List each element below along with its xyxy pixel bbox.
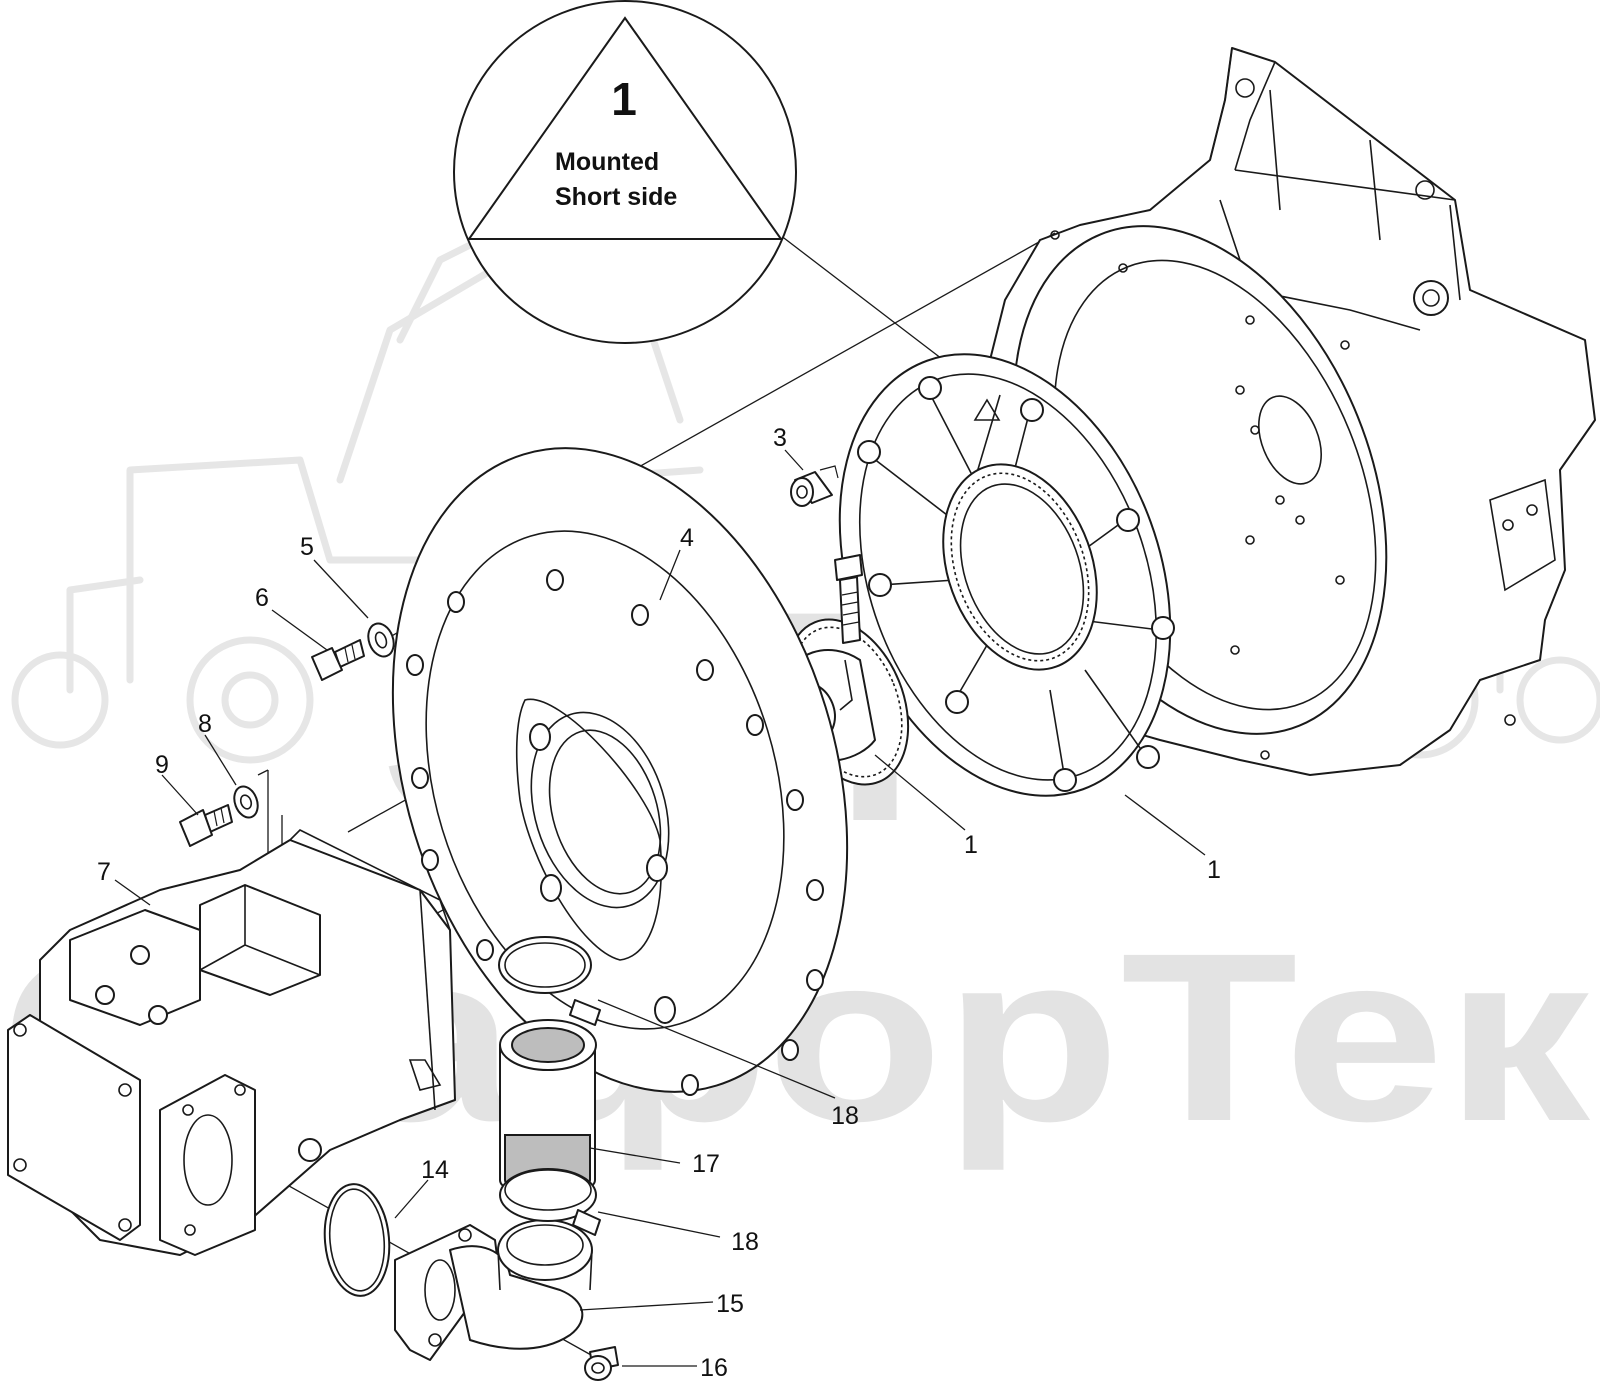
hose-clamp-upper-part-18 bbox=[498, 936, 601, 1026]
flange-bolt-holes bbox=[406, 569, 824, 1096]
bolt-part-9 bbox=[179, 804, 233, 847]
callout-7: 7 bbox=[97, 858, 111, 886]
washer-part-8 bbox=[233, 785, 259, 819]
washer-part-5 bbox=[367, 622, 395, 658]
callout-9: 9 bbox=[155, 751, 169, 779]
callout-16: 16 bbox=[700, 1354, 728, 1382]
callout-1-gear: 1 bbox=[964, 831, 978, 859]
note-triangle bbox=[467, 16, 783, 240]
bolt-part-6 bbox=[311, 639, 365, 681]
callout-labels: 1 1 3 4 5 6 7 8 9 14 15 16 17 18 18 bbox=[97, 424, 1221, 1382]
callout-14: 14 bbox=[421, 1156, 449, 1184]
mounting-note: 1 Mounted Short side bbox=[453, 0, 797, 344]
callout-leaders bbox=[114, 449, 1206, 1367]
coupling-clamp-screw bbox=[834, 554, 863, 644]
screw-part-16 bbox=[584, 1346, 619, 1381]
plate-warning-triangle bbox=[973, 398, 1001, 421]
callout-4: 4 bbox=[680, 524, 694, 552]
housing-bolt-holes bbox=[1020, 230, 1538, 760]
callout-17: 17 bbox=[692, 1150, 720, 1178]
callout-15: 15 bbox=[716, 1290, 744, 1318]
note-number: 1 bbox=[611, 73, 637, 125]
hose-clamp-lower-part-18 bbox=[499, 1168, 601, 1236]
callout-18-upper: 18 bbox=[831, 1102, 859, 1130]
note-line-short-side: Short side bbox=[555, 183, 677, 211]
note-line-mounted: Mounted bbox=[555, 148, 659, 176]
screw-part-3 bbox=[790, 465, 839, 507]
callout-18-lower: 18 bbox=[731, 1228, 759, 1256]
plate-boss-holes bbox=[857, 376, 1175, 792]
o-ring-part-14 bbox=[323, 1183, 391, 1297]
flange-plate-part-4 bbox=[391, 447, 849, 1096]
hydraulic-pump-part-7 bbox=[7, 829, 456, 1256]
callout-6: 6 bbox=[255, 584, 269, 612]
adapter-plate-part-1 bbox=[838, 353, 1175, 797]
callout-3: 3 bbox=[773, 424, 787, 452]
callout-8: 8 bbox=[198, 710, 212, 738]
callout-1-plate: 1 bbox=[1207, 856, 1221, 884]
elbow-flange-part-15 bbox=[394, 1219, 593, 1361]
callout-5: 5 bbox=[300, 533, 314, 561]
